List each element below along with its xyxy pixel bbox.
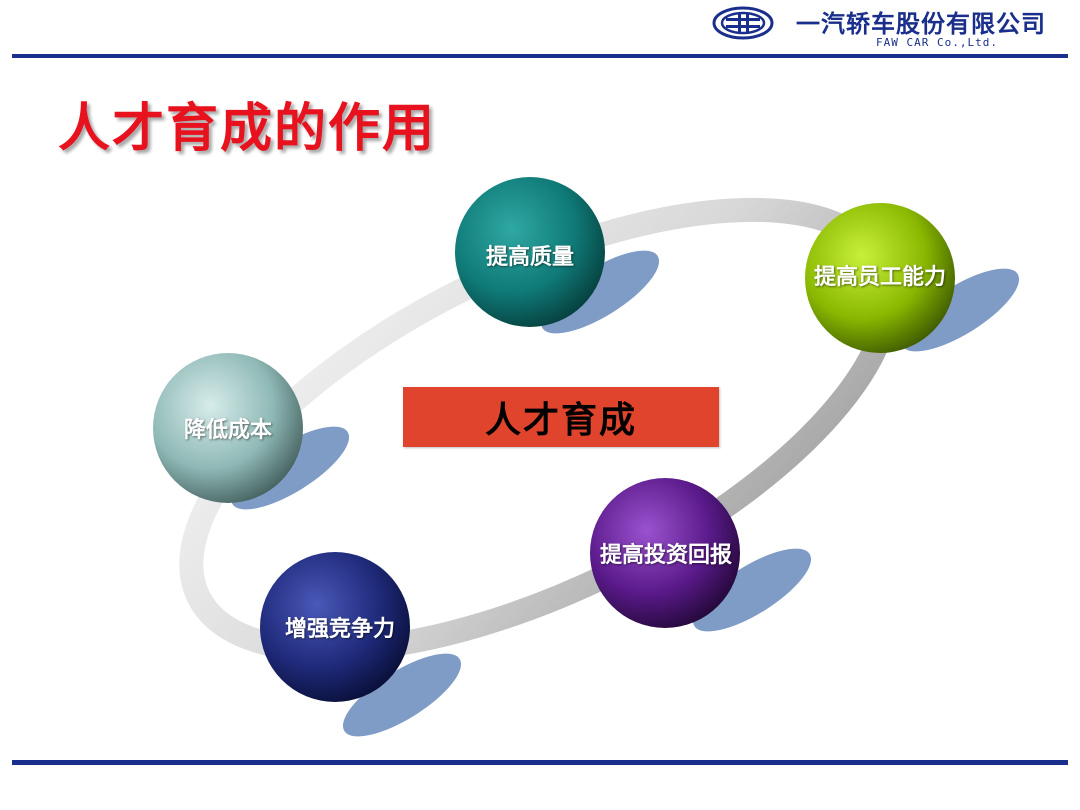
node-label-roi: 提高投资回报 bbox=[599, 543, 733, 568]
node-sphere-cost bbox=[153, 353, 303, 503]
company-name: 一汽轿车股份有限公司 bbox=[796, 10, 1046, 38]
header: 一汽轿车股份有限公司 FAW CAR Co.,Ltd. bbox=[0, 0, 1080, 60]
node-label-competitiveness: 增强竞争力 bbox=[284, 617, 396, 642]
node-shadow bbox=[692, 548, 812, 632]
node-sphere-quality bbox=[455, 177, 605, 327]
top-divider bbox=[12, 54, 1068, 58]
node-shadow bbox=[342, 653, 462, 737]
bottom-divider bbox=[12, 760, 1068, 765]
node-sphere-employee-ability bbox=[805, 203, 955, 353]
center-box: 人才育成 bbox=[403, 387, 719, 447]
node-label-quality: 提高质量 bbox=[485, 245, 575, 270]
page-title: 人才育成的作用 bbox=[58, 99, 437, 159]
faw-logo-icon bbox=[712, 6, 774, 40]
node-sphere-competitiveness bbox=[260, 552, 410, 702]
company-english-name: FAW CAR Co.,Ltd. bbox=[876, 36, 998, 49]
node-sphere-roi bbox=[590, 478, 740, 628]
node-label-cost: 降低成本 bbox=[183, 418, 273, 443]
center-label: 人才育成 bbox=[484, 400, 637, 441]
node-label-employee-ability: 提高员工能力 bbox=[813, 265, 947, 290]
